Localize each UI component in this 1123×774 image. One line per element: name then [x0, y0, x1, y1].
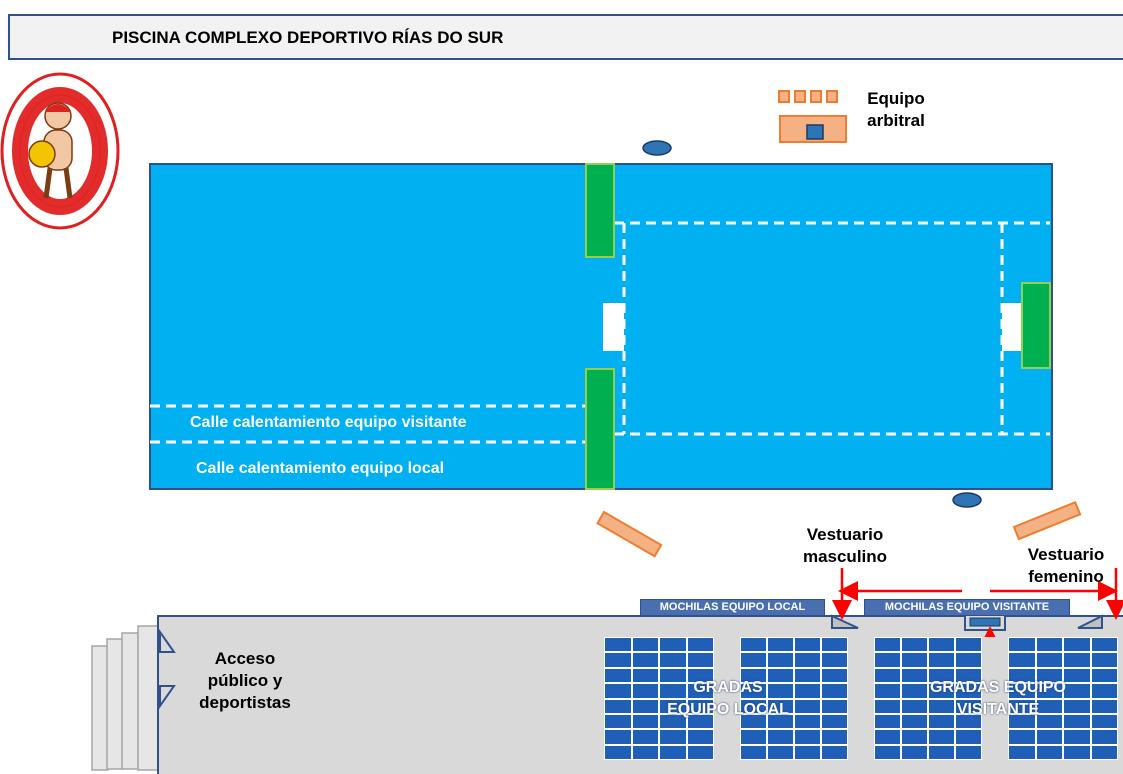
male-line1: Vestuario	[806, 525, 884, 544]
bench-local	[596, 510, 663, 558]
door-panel-3	[121, 632, 139, 770]
marker-top	[642, 140, 672, 156]
stands-visitor-right-block	[1008, 637, 1118, 760]
stands-visitor-label: GRADAS EQUIPO VISITANTE	[874, 677, 1122, 721]
bench-visitor	[1012, 500, 1082, 541]
board-top	[585, 163, 615, 258]
stands-local-line2: EQUIPO LOCAL	[667, 701, 789, 718]
stands-local-label: GRADAS EQUIPO LOCAL	[604, 677, 852, 721]
door-wedge-1	[159, 628, 176, 653]
page-title: PISCINA COMPLEXO DEPORTIVO RÍAS DO SUR	[112, 28, 504, 47]
marker-bottom	[952, 492, 982, 508]
door-panel-4	[137, 625, 159, 771]
referee-table	[778, 90, 847, 143]
access-line2: público y	[207, 671, 283, 690]
door-panel-2	[106, 638, 124, 770]
stands-local-aisle	[714, 637, 740, 760]
club-logo	[0, 72, 120, 230]
door-wedge-4	[1077, 614, 1103, 629]
device-screen	[969, 617, 1001, 627]
access-line1: Acceso	[214, 649, 276, 668]
female-line2: femenino	[1028, 567, 1104, 586]
stands-local: GRADAS EQUIPO LOCAL	[604, 637, 848, 760]
bags-visitor-tag: MOCHILAS EQUIPO VISITANTE	[864, 599, 1070, 616]
male-line2: masculino	[802, 547, 888, 566]
door-panel-1	[91, 645, 109, 771]
stands-visitor-aisle	[982, 637, 1008, 760]
stands-local-line1: GRADAS	[693, 679, 763, 696]
board-bottom	[585, 368, 615, 490]
female-line1: Vestuario	[1027, 545, 1105, 564]
stands-visitor-left-block	[874, 637, 982, 760]
stands-local-right-block	[740, 637, 848, 760]
stands-local-left-block	[604, 637, 714, 760]
referee-label-line2: arbitral	[867, 111, 925, 130]
changing-room-female-label: Vestuario femenino	[1010, 544, 1122, 588]
stands-visitor: GRADAS EQUIPO VISITANTE	[874, 637, 1118, 760]
lane-label-local: Calle calentamiento equipo local	[196, 460, 445, 477]
bags-local-tag: MOCHILAS EQUIPO LOCAL	[640, 599, 825, 616]
referee-label-line1: Equipo	[867, 89, 925, 108]
stands-visitor-line2: VISITANTE	[956, 701, 1040, 718]
stands-visitor-line1: GRADAS EQUIPO	[929, 679, 1066, 696]
goal-right	[1002, 303, 1023, 351]
changing-room-male-label: Vestuario masculino	[790, 524, 900, 568]
referee-label: Equipo arbitral	[856, 88, 936, 132]
access-label: Acceso público y deportistas	[186, 648, 304, 714]
door-wedge-2	[159, 685, 176, 710]
lane-label-visitor: Calle calentamiento equipo visitante	[190, 414, 467, 431]
access-line3: deportistas	[199, 693, 291, 712]
goal-left	[603, 303, 624, 351]
board-right	[1021, 282, 1051, 369]
title-bar	[8, 14, 1123, 60]
